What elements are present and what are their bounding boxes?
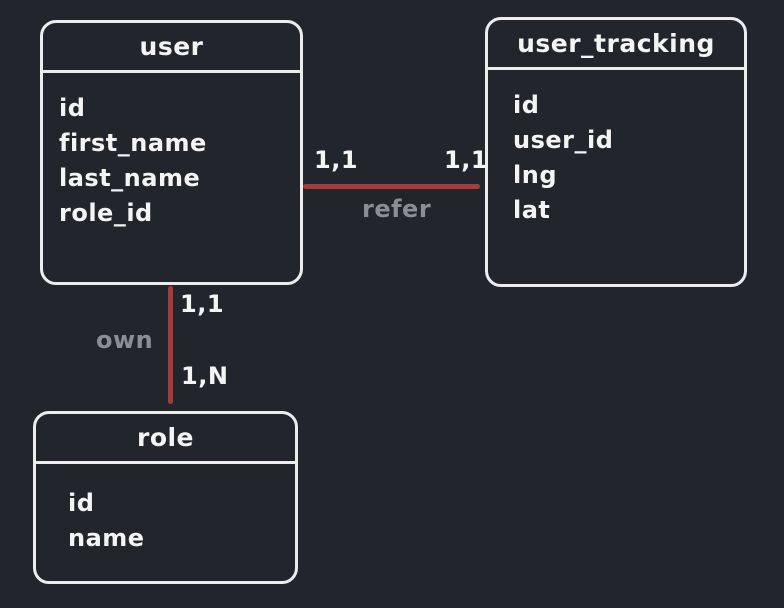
entity-field: id [59, 94, 86, 122]
relationship-own-cardinality-top: 1,1 [180, 290, 225, 318]
entity-field: name [68, 524, 145, 552]
relationship-refer-label: refer [362, 195, 432, 223]
entity-field: user_id [513, 126, 614, 154]
entity-role-fields: id name [36, 464, 295, 556]
entity-field: id [68, 489, 95, 517]
relationship-refer-cardinality-left: 1,1 [314, 146, 359, 174]
entity-field: lat [513, 196, 551, 224]
entity-field: lng [513, 161, 557, 189]
entity-user-fields: id first_name last_name role_id [43, 73, 300, 231]
entity-user-header: user [43, 23, 300, 73]
entity-field: role_id [59, 199, 153, 227]
entity-user[interactable]: user id first_name last_name role_id [40, 20, 303, 285]
entity-field: last_name [59, 164, 201, 192]
entity-role-title: role [136, 423, 195, 452]
entity-role-header: role [36, 414, 295, 464]
relationship-own-line[interactable] [168, 286, 173, 404]
entity-field: id [513, 91, 540, 119]
entity-role[interactable]: role id name [33, 411, 298, 584]
entity-user-title: user [139, 32, 204, 61]
entity-user-tracking-title: user_tracking [517, 29, 715, 58]
relationship-own-label: own [96, 326, 154, 354]
relationship-own-cardinality-bottom: 1,N [181, 362, 229, 390]
entity-field: first_name [59, 129, 207, 157]
entity-user-tracking-header: user_tracking [488, 20, 744, 70]
relationship-refer-line[interactable] [303, 184, 480, 189]
relationship-refer-cardinality-right: 1,1 [444, 146, 489, 174]
